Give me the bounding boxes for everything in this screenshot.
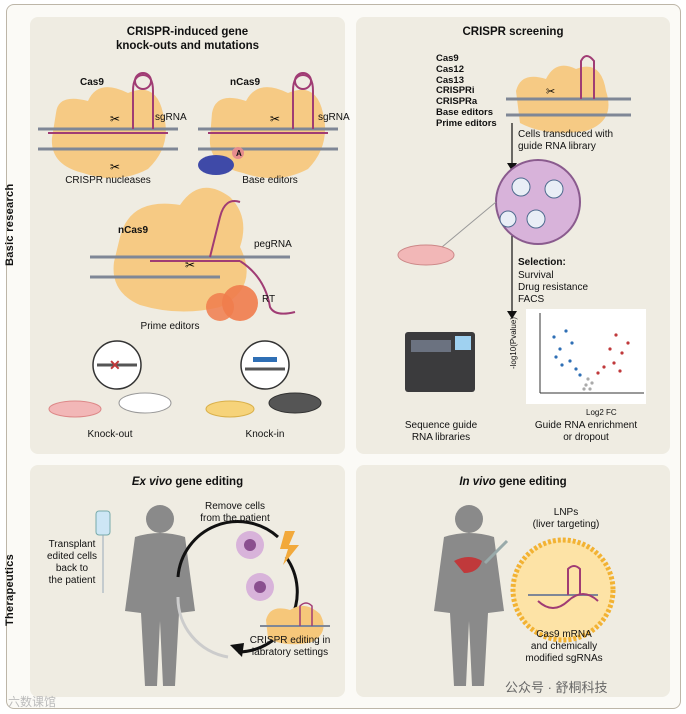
svg-text:✕: ✕: [109, 357, 121, 373]
panel-title-screening: CRISPR screening: [462, 26, 564, 38]
side-label-basic-research: Basic research: [4, 183, 16, 267]
label-sgrna-base: sgRNA: [318, 112, 350, 123]
syringe-icon: [483, 539, 509, 565]
volcano-xlabel: Log2 FC: [586, 408, 617, 417]
sequencer-icon: [405, 332, 475, 392]
watermark-left: 六数课馆: [8, 695, 57, 709]
volcano-plot: [526, 309, 646, 404]
knockin-diagram: [205, 340, 322, 418]
side-label-therapeutics: Therapeutics: [4, 553, 16, 627]
label-crispr-nucleases: CRISPR nucleases: [65, 175, 151, 186]
svg-text:✂: ✂: [110, 112, 120, 126]
label-base-editors: Base editors: [242, 175, 298, 186]
svg-text:✂: ✂: [110, 160, 120, 174]
base-editor-diagram: ✂: [198, 72, 338, 179]
label-lnps: LNPs(liver targeting): [532, 507, 600, 530]
volcano-ylabel: -log10(Pvalue): [509, 317, 518, 370]
crispr-nuclease-diagram: ✂ ✂: [38, 72, 178, 179]
knockout-diagram: ✕: [48, 340, 172, 418]
label-knock-out: Knock-out: [87, 429, 133, 440]
label-ncas9-base: nCas9: [230, 77, 261, 88]
label-prime-editors: Prime editors: [140, 321, 200, 332]
label-pegrna: pegRNA: [254, 239, 292, 250]
label-cas9: Cas9: [80, 77, 104, 88]
svg-text:✂: ✂: [270, 112, 280, 126]
screening-cas9-diagram: ✂: [506, 55, 631, 133]
label-ncas9-prime: nCas9: [118, 225, 149, 236]
cell-library-diagram: [397, 159, 581, 266]
panel-title-in-vivo: In vivo gene editing: [459, 476, 567, 488]
lightning-icon: [280, 531, 299, 565]
panel-title-ex-vivo: Ex vivo gene editing: [131, 476, 244, 488]
watermark-right: 公众号 · 舒桐科技: [505, 680, 608, 695]
panel-in-vivo: In vivo gene editing LNPs(liver targetin…: [356, 465, 670, 697]
patient-cells: [236, 531, 274, 601]
label-sgrna: sgRNA: [155, 112, 187, 123]
svg-text:✂: ✂: [546, 86, 555, 98]
label-a-base: A: [236, 149, 242, 158]
prime-editor-diagram: ✂: [90, 187, 296, 321]
in-vivo-body: [434, 505, 504, 686]
label-rt: RT: [262, 294, 276, 305]
svg-text:✂: ✂: [185, 258, 195, 272]
lnp-diagram: [510, 537, 616, 643]
iv-bag-icon: [95, 510, 111, 593]
label-selection: Selection:: [518, 257, 566, 268]
lab-editing-diagram: [260, 602, 330, 645]
label-knock-in: Knock-in: [245, 429, 285, 440]
